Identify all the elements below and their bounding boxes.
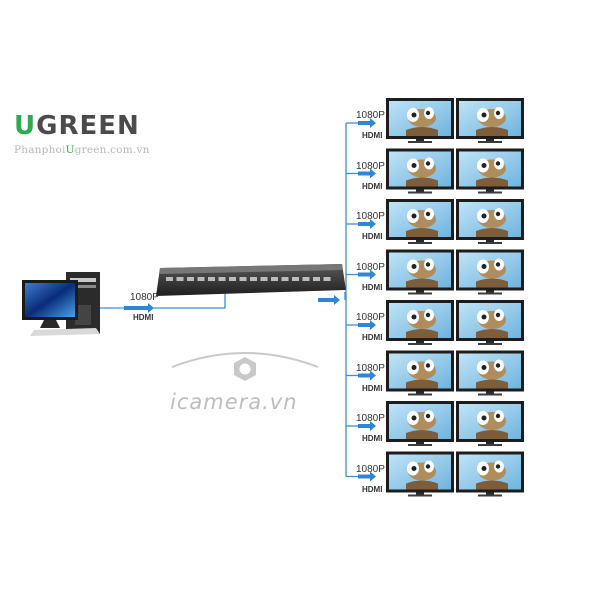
monitor-grid bbox=[386, 98, 524, 497]
output-monitor bbox=[456, 300, 524, 345]
output-port-label: HDMI bbox=[362, 282, 383, 292]
output-arrow bbox=[358, 471, 376, 482]
output-resolution-label: 1080P bbox=[356, 211, 385, 222]
watermark-text: icamera.vn bbox=[170, 390, 298, 414]
output-port-label: HDMI bbox=[362, 333, 383, 342]
input-cable-line bbox=[98, 294, 226, 309]
splitter-port bbox=[313, 277, 320, 281]
output-monitor bbox=[386, 451, 454, 497]
output-resolution-label: 1080P bbox=[356, 160, 385, 172]
output-monitor bbox=[456, 451, 524, 497]
output-resolution-label: 1080P bbox=[356, 413, 385, 424]
output-arrow bbox=[358, 168, 376, 179]
output-monitor bbox=[456, 199, 524, 244]
hdmi-splitter bbox=[156, 264, 346, 296]
output-monitor bbox=[456, 350, 524, 396]
connector-lines bbox=[98, 118, 376, 482]
splitter-port bbox=[187, 277, 194, 281]
input-resolution-label: 1080P bbox=[130, 292, 159, 303]
output-monitor bbox=[456, 401, 524, 446]
output-arrow bbox=[358, 370, 376, 381]
output-monitor bbox=[386, 148, 454, 194]
output-monitor bbox=[386, 401, 454, 446]
splitter-port bbox=[323, 277, 331, 281]
input-port-label: HDMI bbox=[133, 313, 154, 322]
output-resolution-label: 1080P bbox=[356, 362, 385, 374]
output-port-label: HDMI bbox=[362, 232, 383, 241]
splitter-port bbox=[239, 277, 247, 281]
output-arrow bbox=[358, 320, 376, 330]
output-resolution-label: 1080P bbox=[356, 312, 385, 323]
output-port-label: HDMI bbox=[362, 383, 383, 393]
pc-drive-bay bbox=[70, 278, 96, 282]
ugreen-logo: UGREEN PhanphoiUgreen.com.vn bbox=[14, 112, 150, 156]
output-resolution-label: 1080P bbox=[356, 463, 385, 475]
splitter-port bbox=[166, 277, 173, 281]
logo-wordmark: UGREEN bbox=[14, 111, 140, 141]
splitter-port bbox=[218, 277, 226, 281]
pc-keyboard bbox=[30, 328, 100, 336]
splitter-port bbox=[250, 277, 257, 281]
output-monitor bbox=[456, 98, 524, 143]
output-port-label: HDMI bbox=[362, 434, 383, 443]
splitter-top-edge bbox=[159, 264, 343, 274]
output-monitor bbox=[386, 249, 454, 295]
pc-drive-bay bbox=[70, 285, 96, 288]
splitter-port bbox=[281, 277, 289, 281]
logo-website: PhanphoiUgreen.com.vn bbox=[14, 144, 150, 156]
output-monitor bbox=[386, 98, 454, 143]
splitter-port bbox=[229, 277, 236, 281]
splitter-port bbox=[208, 277, 215, 281]
output-port-label: HDMI bbox=[362, 131, 383, 140]
output-monitor bbox=[386, 300, 454, 345]
splitter-port bbox=[271, 277, 278, 281]
input-arrow bbox=[124, 303, 154, 313]
splitter-port bbox=[302, 277, 310, 281]
pc-monitor-stand bbox=[40, 320, 60, 328]
output-arrow bbox=[358, 219, 376, 229]
devices bbox=[22, 264, 346, 336]
splitter-port bbox=[292, 277, 299, 281]
pc-panel bbox=[75, 305, 91, 325]
output-port-label: HDMI bbox=[362, 484, 383, 494]
desktop-computer bbox=[22, 272, 100, 336]
output-monitor bbox=[456, 249, 524, 295]
splitter-port bbox=[176, 277, 184, 281]
output-port-label: HDMI bbox=[362, 181, 383, 191]
watermark-arc-icon bbox=[171, 352, 319, 381]
splitter-output-arrow bbox=[318, 295, 340, 305]
output-arrow bbox=[358, 269, 376, 280]
output-arrow bbox=[358, 118, 376, 128]
pc-monitor-screen bbox=[25, 283, 75, 317]
output-arrow bbox=[358, 421, 376, 431]
output-monitor bbox=[456, 148, 524, 194]
splitter-port bbox=[260, 277, 268, 281]
output-monitor bbox=[386, 199, 454, 244]
splitter-port bbox=[197, 277, 205, 281]
output-resolution-label: 1080P bbox=[356, 261, 385, 273]
output-monitor bbox=[386, 350, 454, 396]
output-resolution-label: 1080P bbox=[356, 110, 385, 121]
